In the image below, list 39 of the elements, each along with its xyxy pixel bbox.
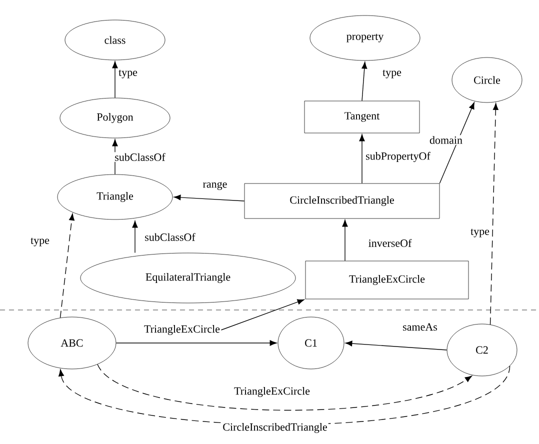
arrow (112, 61, 118, 98)
rectangle-node: Tangent (304, 100, 420, 134)
arrow (132, 220, 138, 254)
edge-label: inverseOf (367, 238, 413, 248)
ellipse-node: property (310, 15, 420, 61)
ellipse-node: class (64, 20, 166, 60)
edge-label: range (202, 180, 228, 191)
arrow (439, 102, 474, 184)
arrow (97, 364, 472, 410)
edge-label: type (382, 68, 402, 80)
ellipse-node: Circle (452, 57, 522, 103)
arrow (60, 214, 74, 318)
node-label: TriangleExCircle (144, 325, 220, 335)
ellipse-node: ABC (28, 316, 116, 370)
edge-label: type (470, 228, 490, 238)
edge-label: subClassOf (144, 232, 196, 242)
arrow (174, 194, 245, 202)
edge-label: type (30, 236, 50, 248)
edge-label: sameAs (402, 322, 438, 332)
ellipse-node: C2 (446, 324, 518, 376)
edge-label: type (118, 68, 138, 80)
ellipse-node: C1 (278, 316, 344, 370)
edge-label: subPropertyOf (364, 150, 432, 164)
edge-label: domain (428, 135, 464, 145)
arrow (490, 103, 498, 325)
rectangle-node: CircleInscribedTriangle (244, 183, 440, 219)
arrow (220, 299, 304, 330)
arrow (359, 134, 365, 184)
arrow (345, 340, 448, 350)
arrow (116, 340, 277, 346)
arrow (362, 62, 368, 102)
rectangle-node: TriangleExCircle (305, 260, 469, 300)
edge-label: subClassOf (114, 152, 166, 162)
edge-label: TriangleExCircle (233, 386, 311, 398)
ellipse-node: Triangle (57, 174, 173, 220)
edge-label: CircleInscribedTriangle (222, 422, 328, 434)
arrow (342, 220, 348, 262)
ellipse-node: Polygon (60, 98, 170, 138)
ellipse-node: EquilateralTriangle (80, 252, 296, 304)
